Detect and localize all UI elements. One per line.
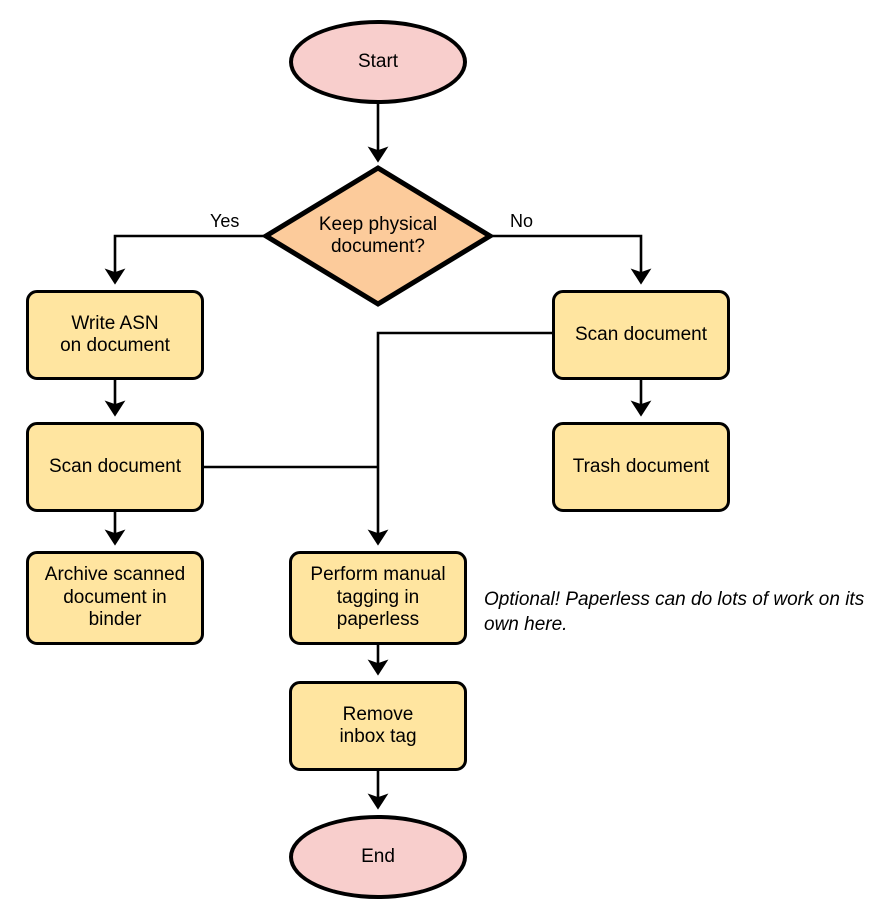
edge-scan-right-to-tagging: [367, 331, 552, 546]
node-start[interactable]: Start: [289, 20, 467, 104]
edge-decision-to-scan-right: [490, 234, 652, 285]
node-end-label: End: [361, 845, 395, 867]
node-scan-document-right[interactable]: Scan document: [552, 290, 730, 380]
node-keep-physical-document[interactable]: Keep physical document?: [266, 168, 490, 304]
node-archive-scanned-document-in-binder-label: Archive scanned document in binder: [44, 564, 186, 631]
node-perform-manual-tagging-in-paperless-label: Perform manual tagging in paperless: [310, 564, 446, 631]
edge-label-yes: Yes: [210, 211, 240, 231]
node-scan-document-left[interactable]: Scan document: [26, 422, 204, 512]
node-keep-physical-document-label: Keep physical document?: [318, 213, 438, 257]
node-perform-manual-tagging-in-paperless[interactable]: Perform manual tagging in paperless: [289, 551, 467, 645]
node-start-label: Start: [357, 50, 399, 72]
decision-diamond-shape: [261, 165, 495, 307]
node-write-asn-on-document[interactable]: Write ASN on document: [26, 290, 204, 380]
node-archive-scanned-document-in-binder[interactable]: Archive scanned document in binder: [26, 551, 204, 645]
node-remove-inbox-tag[interactable]: Remove inbox tag: [289, 681, 467, 771]
edge-decision-to-write-asn: [104, 234, 266, 285]
node-trash-document[interactable]: Trash document: [552, 422, 730, 512]
node-end[interactable]: End: [289, 815, 467, 899]
edge-label-no: No: [510, 211, 534, 231]
annotation-optional-note: Optional! Paperless can do lots of work …: [484, 589, 865, 635]
node-scan-document-right-label: Scan document: [574, 323, 708, 345]
node-write-asn-on-document-label: Write ASN on document: [60, 312, 170, 356]
node-trash-document-label: Trash document: [572, 455, 710, 477]
node-scan-document-left-label: Scan document: [48, 455, 182, 477]
node-remove-inbox-tag-label: Remove inbox tag: [339, 703, 417, 747]
